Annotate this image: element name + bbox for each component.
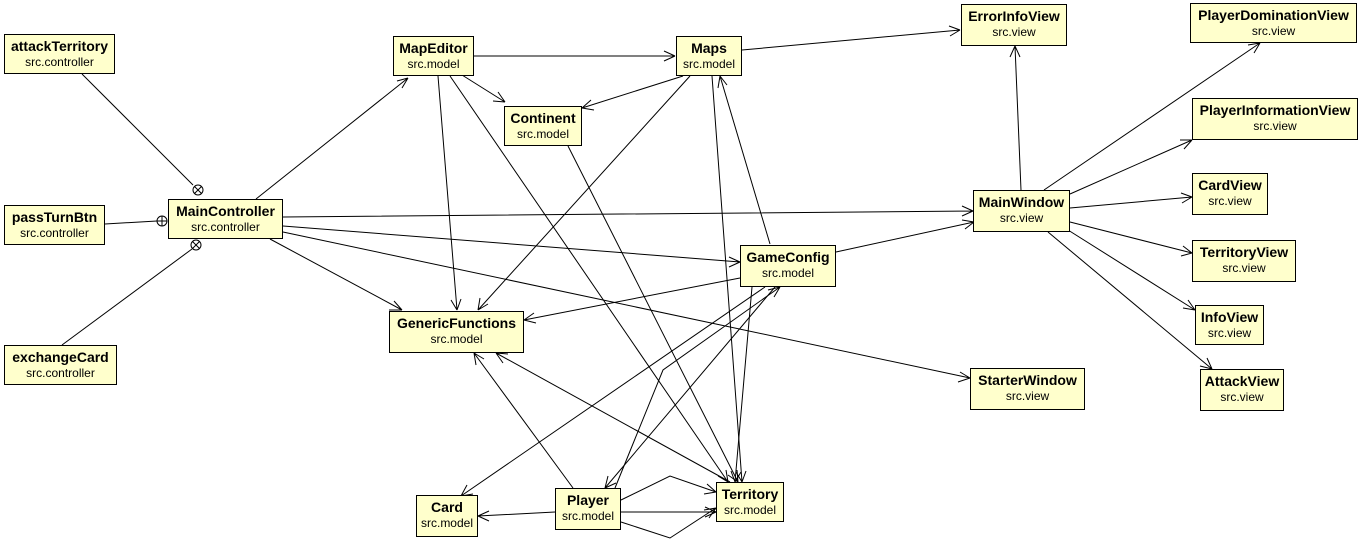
edge-MainController-MainWindow	[282, 205, 974, 218]
class-name: CardView	[1198, 177, 1262, 193]
class-package: src.view	[1222, 261, 1266, 275]
class-name: PlayerInformationView	[1199, 102, 1351, 118]
class-name: passTurnBtn	[11, 209, 98, 225]
class-name: attackTerritory	[10, 38, 108, 54]
class-package: src.view	[1207, 326, 1252, 340]
class-node-Card[interactable]: Card src.model	[416, 495, 478, 537]
class-node-AttackView[interactable]: AttackView src.view	[1200, 369, 1284, 411]
class-node-GenericFunctions[interactable]: GenericFunctions src.model	[389, 311, 524, 353]
class-package: src.view	[1220, 390, 1264, 404]
edge-MapEditor-Continent	[461, 74, 506, 103]
class-node-Maps[interactable]: Maps src.model	[676, 36, 742, 76]
edge-MainWindow-InfoView	[1067, 229, 1196, 311]
class-name: StarterWindow	[978, 372, 1077, 388]
edge-exchangeCard-MainController	[61, 248, 193, 346]
class-name: InfoView	[1200, 309, 1259, 325]
class-node-Player[interactable]: Player src.model	[555, 488, 621, 530]
class-package: src.view	[999, 211, 1044, 225]
class-package: src.controller	[20, 226, 89, 240]
class-node-GameConfig[interactable]: GameConfig src.model	[740, 245, 836, 287]
class-name: exchangeCard	[12, 349, 109, 365]
class-package: src.model	[761, 266, 814, 280]
class-node-MapEditor[interactable]: MapEditor src.model	[393, 36, 474, 76]
class-package: src.model	[682, 57, 735, 71]
class-node-attackTerritory[interactable]: attackTerritory src.controller	[4, 34, 115, 74]
edge-Player-GameConfig	[614, 286, 781, 489]
edge-Player-GenericFunctions	[473, 352, 574, 489]
class-node-passTurnBtn[interactable]: passTurnBtn src.controller	[4, 205, 105, 245]
class-node-ErrorInfoView[interactable]: ErrorInfoView src.view	[961, 4, 1067, 46]
class-node-MainController[interactable]: MainController src.controller	[168, 199, 283, 239]
class-package: src.model	[430, 332, 483, 346]
class-package: src.controller	[25, 55, 94, 69]
class-node-StarterWindow[interactable]: StarterWindow src.view	[970, 368, 1085, 410]
edge-Maps-Continent	[581, 75, 684, 111]
edge-GameConfig-MainWindow	[835, 219, 975, 253]
edge-passTurnBtn-MainController	[104, 220, 158, 225]
class-node-Continent[interactable]: Continent src.model	[504, 106, 582, 146]
class-name: PlayerDominationView	[1198, 7, 1349, 23]
class-node-PlayerDominationView[interactable]: PlayerDominationView src.view	[1190, 3, 1357, 43]
class-node-MainWindow[interactable]: MainWindow src.view	[973, 190, 1070, 232]
class-package: src.model	[723, 503, 776, 517]
edge-MainWindow-PlayerDominationView	[1043, 42, 1261, 191]
edge-Continent-Territory	[567, 145, 739, 483]
edge-MainWindow-CardView	[1069, 192, 1193, 209]
class-package: src.controller	[26, 366, 95, 380]
edge-MainWindow-AttackView	[1047, 231, 1213, 370]
edge-GameConfig-GenericFunctions	[523, 277, 741, 324]
edge-attackTerritory-MainController	[81, 73, 194, 186]
class-name: MainController	[176, 203, 275, 219]
edge-MapEditor-GenericFunctions	[437, 75, 462, 311]
class-name: MainWindow	[978, 194, 1065, 210]
edge-MainWindow-TerritoryView	[1069, 221, 1193, 257]
class-node-exchangeCard[interactable]: exchangeCard src.controller	[4, 345, 117, 385]
edge-MainController-StarterWindow	[282, 231, 971, 383]
class-node-InfoView[interactable]: InfoView src.view	[1195, 305, 1264, 345]
edge-MainController-MapEditor	[255, 77, 409, 200]
class-node-CardView[interactable]: CardView src.view	[1192, 173, 1268, 215]
edge-MapEditor-Maps	[474, 50, 676, 62]
class-name: Player	[566, 492, 610, 508]
class-package: src.model	[516, 127, 569, 141]
edge-MainController-GenericFunctions	[269, 238, 403, 311]
class-package: src.controller	[191, 220, 260, 234]
edge-MainWindow-PlayerInformationView	[1069, 139, 1193, 195]
class-package: src.model	[420, 516, 473, 530]
edge-Player-Territory-direct	[621, 506, 717, 518]
edge-Player-Territory	[620, 475, 717, 501]
class-name: Maps	[691, 40, 727, 56]
class-name: AttackView	[1204, 373, 1280, 389]
class-name: GenericFunctions	[396, 315, 517, 331]
class-package: src.model	[407, 57, 460, 71]
edge-GameConfig-Player	[604, 286, 776, 489]
edge-MapEditor-Territory	[449, 75, 729, 483]
class-name: GameConfig	[746, 249, 830, 265]
class-package: src.view	[1005, 389, 1050, 403]
class-node-PlayerInformationView[interactable]: PlayerInformationView src.view	[1192, 98, 1358, 140]
class-node-Territory[interactable]: Territory src.model	[716, 482, 784, 522]
edge-Maps-GenericFunctions	[477, 75, 691, 311]
class-package: src.model	[561, 509, 614, 523]
class-package: src.view	[1208, 194, 1252, 208]
class-name: TerritoryView	[1199, 244, 1289, 260]
edge-GameConfig-Territory	[730, 286, 753, 483]
class-name: Territory	[721, 486, 779, 502]
edge-MainWindow-ErrorInfoView	[1009, 45, 1022, 191]
class-package: src.view	[1253, 119, 1297, 133]
class-package: src.view	[992, 25, 1036, 39]
class-package: src.view	[1251, 24, 1296, 38]
class-name: MapEditor	[399, 40, 468, 56]
class-node-TerritoryView[interactable]: TerritoryView src.view	[1192, 240, 1296, 282]
edge-Territory-GenericFunctions	[495, 352, 731, 483]
class-name: ErrorInfoView	[968, 8, 1060, 24]
edge-MainController-GameConfig	[282, 225, 741, 268]
edge-Player-Card	[477, 510, 556, 522]
class-name: Continent	[510, 110, 576, 126]
class-name: Card	[431, 499, 463, 515]
edge-GameConfig-Maps	[717, 75, 771, 245]
edge-Maps-ErrorInfoView	[741, 25, 961, 51]
